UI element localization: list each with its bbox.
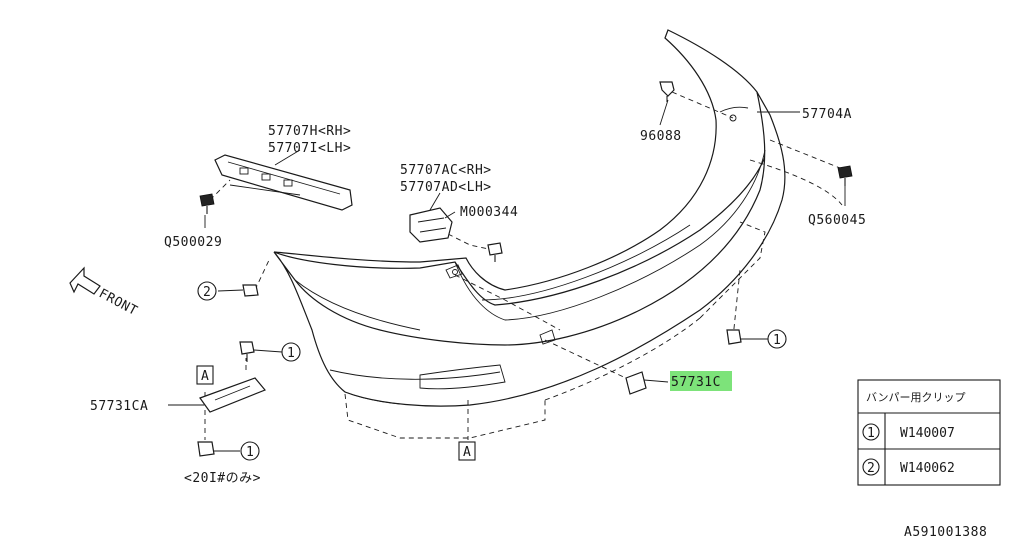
label-96088: 96088	[640, 129, 682, 144]
highlight-57731c	[670, 371, 732, 391]
clip-ref-1-upper-left: 1	[281, 342, 301, 362]
clip-ref-1-right: 1	[767, 329, 787, 349]
svg-text:A: A	[201, 369, 209, 384]
svg-text:1: 1	[246, 445, 254, 460]
mudflap-57731ca	[199, 377, 266, 413]
svg-text:1: 1	[773, 333, 781, 348]
label-57707h: 57707H<RH>	[268, 124, 351, 139]
label-57707i: 57707I<LH>	[268, 141, 351, 156]
svg-text:A: A	[463, 445, 471, 460]
clip-table-title: バンパー用クリップ	[866, 391, 966, 404]
ref-box-a-bottom: A	[458, 441, 476, 461]
clip-table-num: 2	[867, 461, 875, 476]
label-57707ad: 57707AD<LH>	[400, 180, 492, 195]
cover-57731c	[625, 371, 647, 395]
label-57704a: 57704A	[802, 107, 852, 122]
figure-code: A591001388	[904, 525, 987, 540]
clip-table-part: W140007	[900, 426, 955, 441]
label-57731ca: 57731CA	[90, 399, 148, 414]
bolt-m000344	[487, 242, 503, 262]
clip-table-row: 1 W140007	[862, 423, 955, 441]
clip-table: バンパー用クリップ 1 W140007 2 W140062	[857, 379, 1001, 486]
clip-1-right	[726, 329, 742, 345]
svg-text:2: 2	[203, 285, 211, 300]
leader-lines	[204, 91, 846, 440]
clip-2-left	[242, 284, 259, 297]
clip-table-part: W140062	[900, 461, 955, 476]
clip-table-row: 2 W140062	[862, 458, 955, 476]
label-q500029: Q500029	[164, 235, 222, 250]
side-bracket-57707h	[214, 154, 353, 211]
label-m000344: M000344	[460, 205, 518, 220]
clip-96088	[659, 81, 675, 102]
front-arrow: FRONT	[69, 266, 140, 319]
rear-bumper-cover	[273, 29, 786, 407]
note-20i-only: <20I#のみ>	[184, 471, 261, 486]
svg-text:1: 1	[287, 346, 295, 361]
clip-1-upper-left	[239, 341, 255, 362]
clip-1-lower-left	[197, 441, 215, 457]
ref-box-a-left: A	[196, 365, 214, 385]
label-57731c: 57731C	[671, 375, 721, 390]
screw-q560045	[837, 165, 853, 186]
label-q560045: Q560045	[808, 213, 866, 228]
center-bracket-57707ac	[409, 207, 453, 243]
clip-table-num: 1	[867, 426, 875, 441]
clip-ref-2: 2	[197, 281, 217, 301]
lower-valance-outline	[344, 221, 766, 439]
clip-ref-1-lower-left: 1	[240, 441, 260, 461]
front-label: FRONT	[96, 286, 140, 319]
screw-q500029	[199, 193, 215, 214]
label-57707ac: 57707AC<RH>	[400, 163, 492, 178]
label-leaders	[168, 99, 846, 452]
